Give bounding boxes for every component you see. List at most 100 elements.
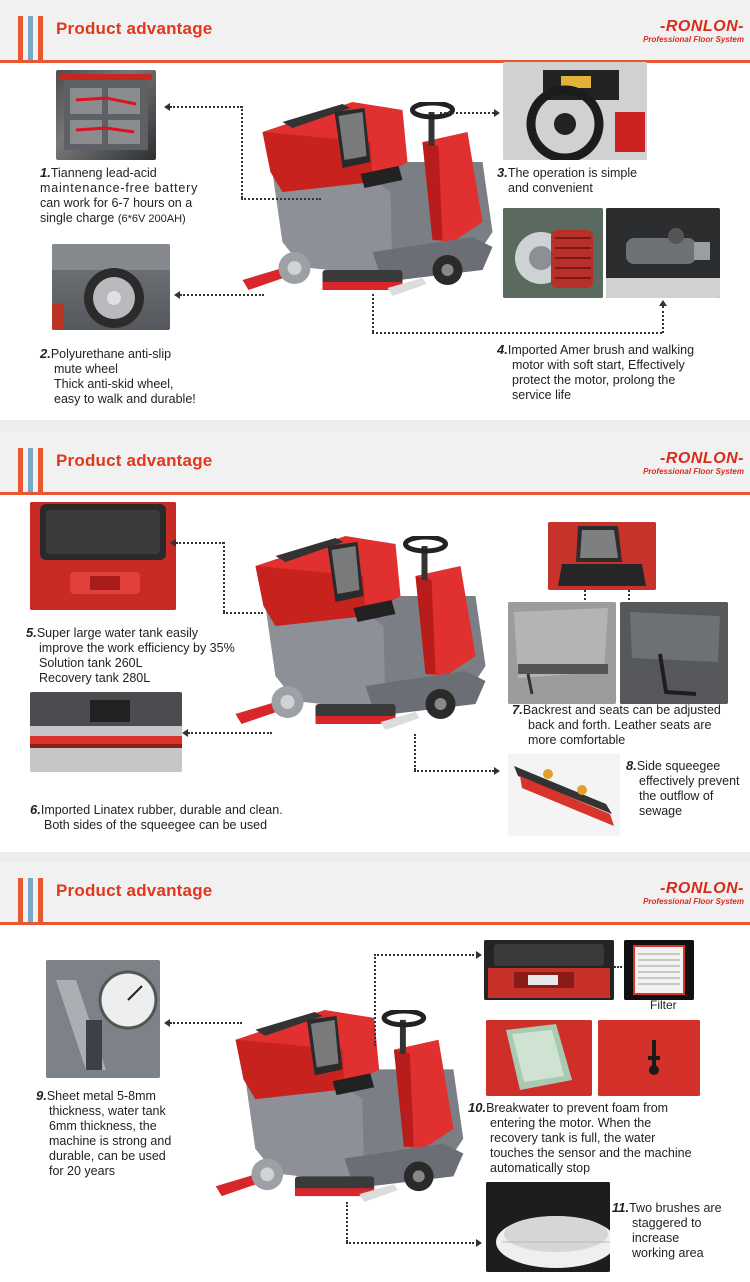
filter-image xyxy=(624,940,694,1000)
water-tank-photo xyxy=(30,502,176,610)
connector-line xyxy=(414,734,416,770)
caption-4: 4.Imported Amer brush and walking motor … xyxy=(497,342,737,403)
connector-line xyxy=(188,732,272,734)
caption-line: Backrest and seats can be adjusted xyxy=(522,703,721,717)
caption-3: 3.The operation is simple and convenient xyxy=(497,165,697,196)
connector-line xyxy=(346,1242,474,1244)
caption-number: 3. xyxy=(497,165,508,180)
side-squeegee-photo xyxy=(508,754,620,836)
caption-number: 7. xyxy=(512,702,523,717)
caption-line: protect the motor, prolong the xyxy=(512,373,676,387)
section-2: Product advantage -RONLON- Professional … xyxy=(0,432,750,852)
connector-arrow xyxy=(174,291,180,299)
caption-7: 7.Backrest and seats can be adjusted bac… xyxy=(512,702,748,748)
connector-arrow xyxy=(164,1019,170,1027)
scrubber-machine xyxy=(212,1010,472,1208)
connector-line xyxy=(372,294,374,332)
header-stripe xyxy=(38,448,43,492)
caption-line: effectively prevent xyxy=(639,774,740,788)
filter-photo xyxy=(624,940,694,1000)
connector-line xyxy=(374,954,474,956)
caption-line: can work for 6-7 hours on a xyxy=(40,196,193,210)
connector-line xyxy=(223,612,263,614)
caption-line: Imported Amer brush and walking xyxy=(507,343,695,357)
section-header: Product advantage -RONLON- Professional … xyxy=(0,862,750,925)
connector-line xyxy=(241,106,243,198)
caption-line: working area xyxy=(632,1246,704,1260)
brand-logo: -RONLON- Professional Floor System xyxy=(643,880,744,906)
caption-number: 11. xyxy=(612,1200,630,1215)
caption-line: back and forth. Leather seats are xyxy=(528,718,712,732)
connector-arrow xyxy=(494,109,500,117)
seat-rail-right-image xyxy=(620,602,728,704)
connector-arrow xyxy=(659,300,667,306)
caption-number: 2. xyxy=(40,346,51,361)
section-divider xyxy=(0,852,750,862)
caption-5: 5.Super large water tank easily improve … xyxy=(26,625,256,686)
connector-arrow xyxy=(164,103,170,111)
steering-image xyxy=(503,62,647,160)
connector-line xyxy=(628,590,630,600)
seat-rail-left-photo xyxy=(508,602,616,704)
breakwater-image xyxy=(486,1020,592,1096)
seat-rail-right-photo xyxy=(620,602,728,704)
caption-6: 6.Imported Linatex rubber, durable and c… xyxy=(30,802,320,833)
header-underline xyxy=(0,60,750,63)
filter-label: Filter xyxy=(650,998,677,1012)
connector-arrow xyxy=(476,1239,482,1247)
caption-line: durable, can be used xyxy=(49,1149,166,1163)
connector-arrow xyxy=(494,767,500,775)
connector-line xyxy=(584,590,586,600)
thickness-gauge-image xyxy=(46,960,160,1078)
caption-line: for 20 years xyxy=(49,1164,116,1178)
connector-line xyxy=(176,542,224,544)
caption-line: motor with soft start, Effectively xyxy=(512,358,685,372)
tank-lid-image xyxy=(484,940,614,1000)
scrubber-machine xyxy=(232,536,494,736)
caption-number: 10. xyxy=(468,1100,487,1115)
caption-line: more comfortable xyxy=(528,733,626,747)
seat-image xyxy=(548,522,656,590)
caption-number: 4. xyxy=(497,342,508,357)
caption-line: mute wheel xyxy=(54,362,118,376)
caption-line: maintenance-free battery xyxy=(40,181,199,195)
section-3: Product advantage -RONLON- Professional … xyxy=(0,862,750,1282)
thickness-gauge-photo xyxy=(46,960,160,1078)
caption-line: and convenient xyxy=(508,181,593,195)
connector-line xyxy=(346,1202,348,1242)
caption-line: Solution tank 260L xyxy=(39,656,143,670)
caption-line: 6mm thickness, the xyxy=(49,1119,157,1133)
header-underline xyxy=(0,492,750,495)
section-header: Product advantage -RONLON- Professional … xyxy=(0,0,750,63)
section-title: Product advantage xyxy=(56,451,213,470)
connector-line xyxy=(180,294,264,296)
section-title: Product advantage xyxy=(56,19,213,38)
caption-8: 8.Side squeegee effectively prevent the … xyxy=(626,758,750,819)
caption-line: Two brushes are xyxy=(629,1201,722,1215)
caption-number: 1. xyxy=(40,165,51,180)
caption-line: Both sides of the squeegee can be used xyxy=(44,818,268,832)
header-stripe xyxy=(38,878,43,922)
connector-line xyxy=(662,306,664,333)
caption-line: Side squeegee xyxy=(636,759,721,773)
header-stripe xyxy=(28,448,33,492)
walking-motor-image xyxy=(606,208,720,298)
header-stripe xyxy=(38,16,43,60)
brand-name: -RONLON- xyxy=(660,880,744,897)
caption-2: 2.Polyurethane anti-slip mute wheel Thic… xyxy=(40,346,240,407)
brand-name: -RONLON- xyxy=(660,450,744,467)
section-title: Product advantage xyxy=(56,881,213,900)
caption-note: (6*6V 200AH) xyxy=(117,213,186,225)
caption-line: The operation is simple xyxy=(507,166,638,180)
caption-line: thickness, water tank xyxy=(49,1104,166,1118)
caption-line: entering the motor. When the xyxy=(490,1116,652,1130)
header-stripe xyxy=(18,878,23,922)
section-divider xyxy=(0,420,750,432)
connector-line xyxy=(440,112,494,114)
caption-line: automatically stop xyxy=(490,1161,591,1175)
sensor-photo xyxy=(598,1020,700,1096)
caption-line: the outflow of xyxy=(639,789,714,803)
caption-line: service life xyxy=(512,388,572,402)
connector-line xyxy=(414,770,494,772)
brush-motor-photo xyxy=(503,208,603,298)
